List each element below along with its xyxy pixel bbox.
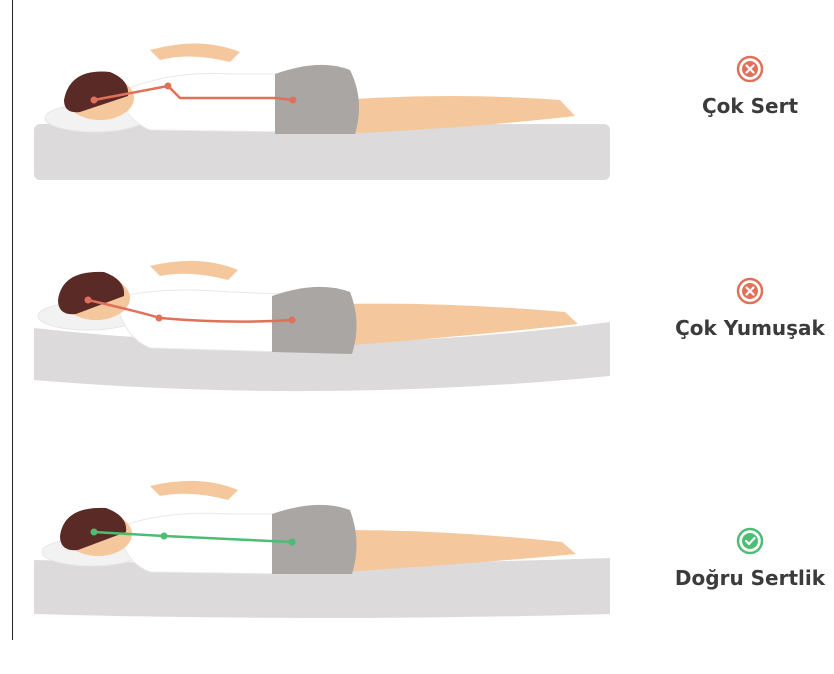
check-icon (735, 526, 765, 556)
torso (120, 73, 290, 132)
status-label: Çok Sert (650, 94, 834, 118)
cross-icon (735, 54, 765, 84)
illustration-correct-firmness (0, 474, 640, 634)
illustration-too-soft (0, 252, 640, 412)
arm (150, 43, 240, 62)
arm (150, 261, 238, 280)
status-label: Doğru Sertlik (650, 566, 834, 590)
spine-point-hip (289, 317, 296, 324)
status-correct-firmness: Doğru Sertlik (650, 526, 834, 590)
cross-icon (735, 276, 765, 306)
shorts (272, 505, 357, 574)
spine-point-head (85, 297, 92, 304)
spine-point-shoulder (165, 83, 172, 90)
status-too-firm: Çok Sert (650, 54, 834, 118)
spine-point-head (91, 97, 98, 104)
illustration-too-firm (0, 30, 640, 190)
torso (118, 513, 286, 574)
spine-point-hip (289, 539, 296, 546)
spine-point-shoulder (156, 315, 163, 322)
spine-point-shoulder (161, 533, 168, 540)
row-correct-firmness: Doğru Sertlik (0, 474, 834, 674)
status-label: Çok Yumuşak (650, 316, 834, 340)
row-too-firm: Çok Sert (0, 30, 834, 230)
spine-point-head (91, 529, 98, 536)
spine-point-hip (290, 97, 297, 104)
row-too-soft: Çok Yumuşak (0, 252, 834, 452)
arm (150, 481, 238, 500)
status-too-soft: Çok Yumuşak (650, 276, 834, 340)
